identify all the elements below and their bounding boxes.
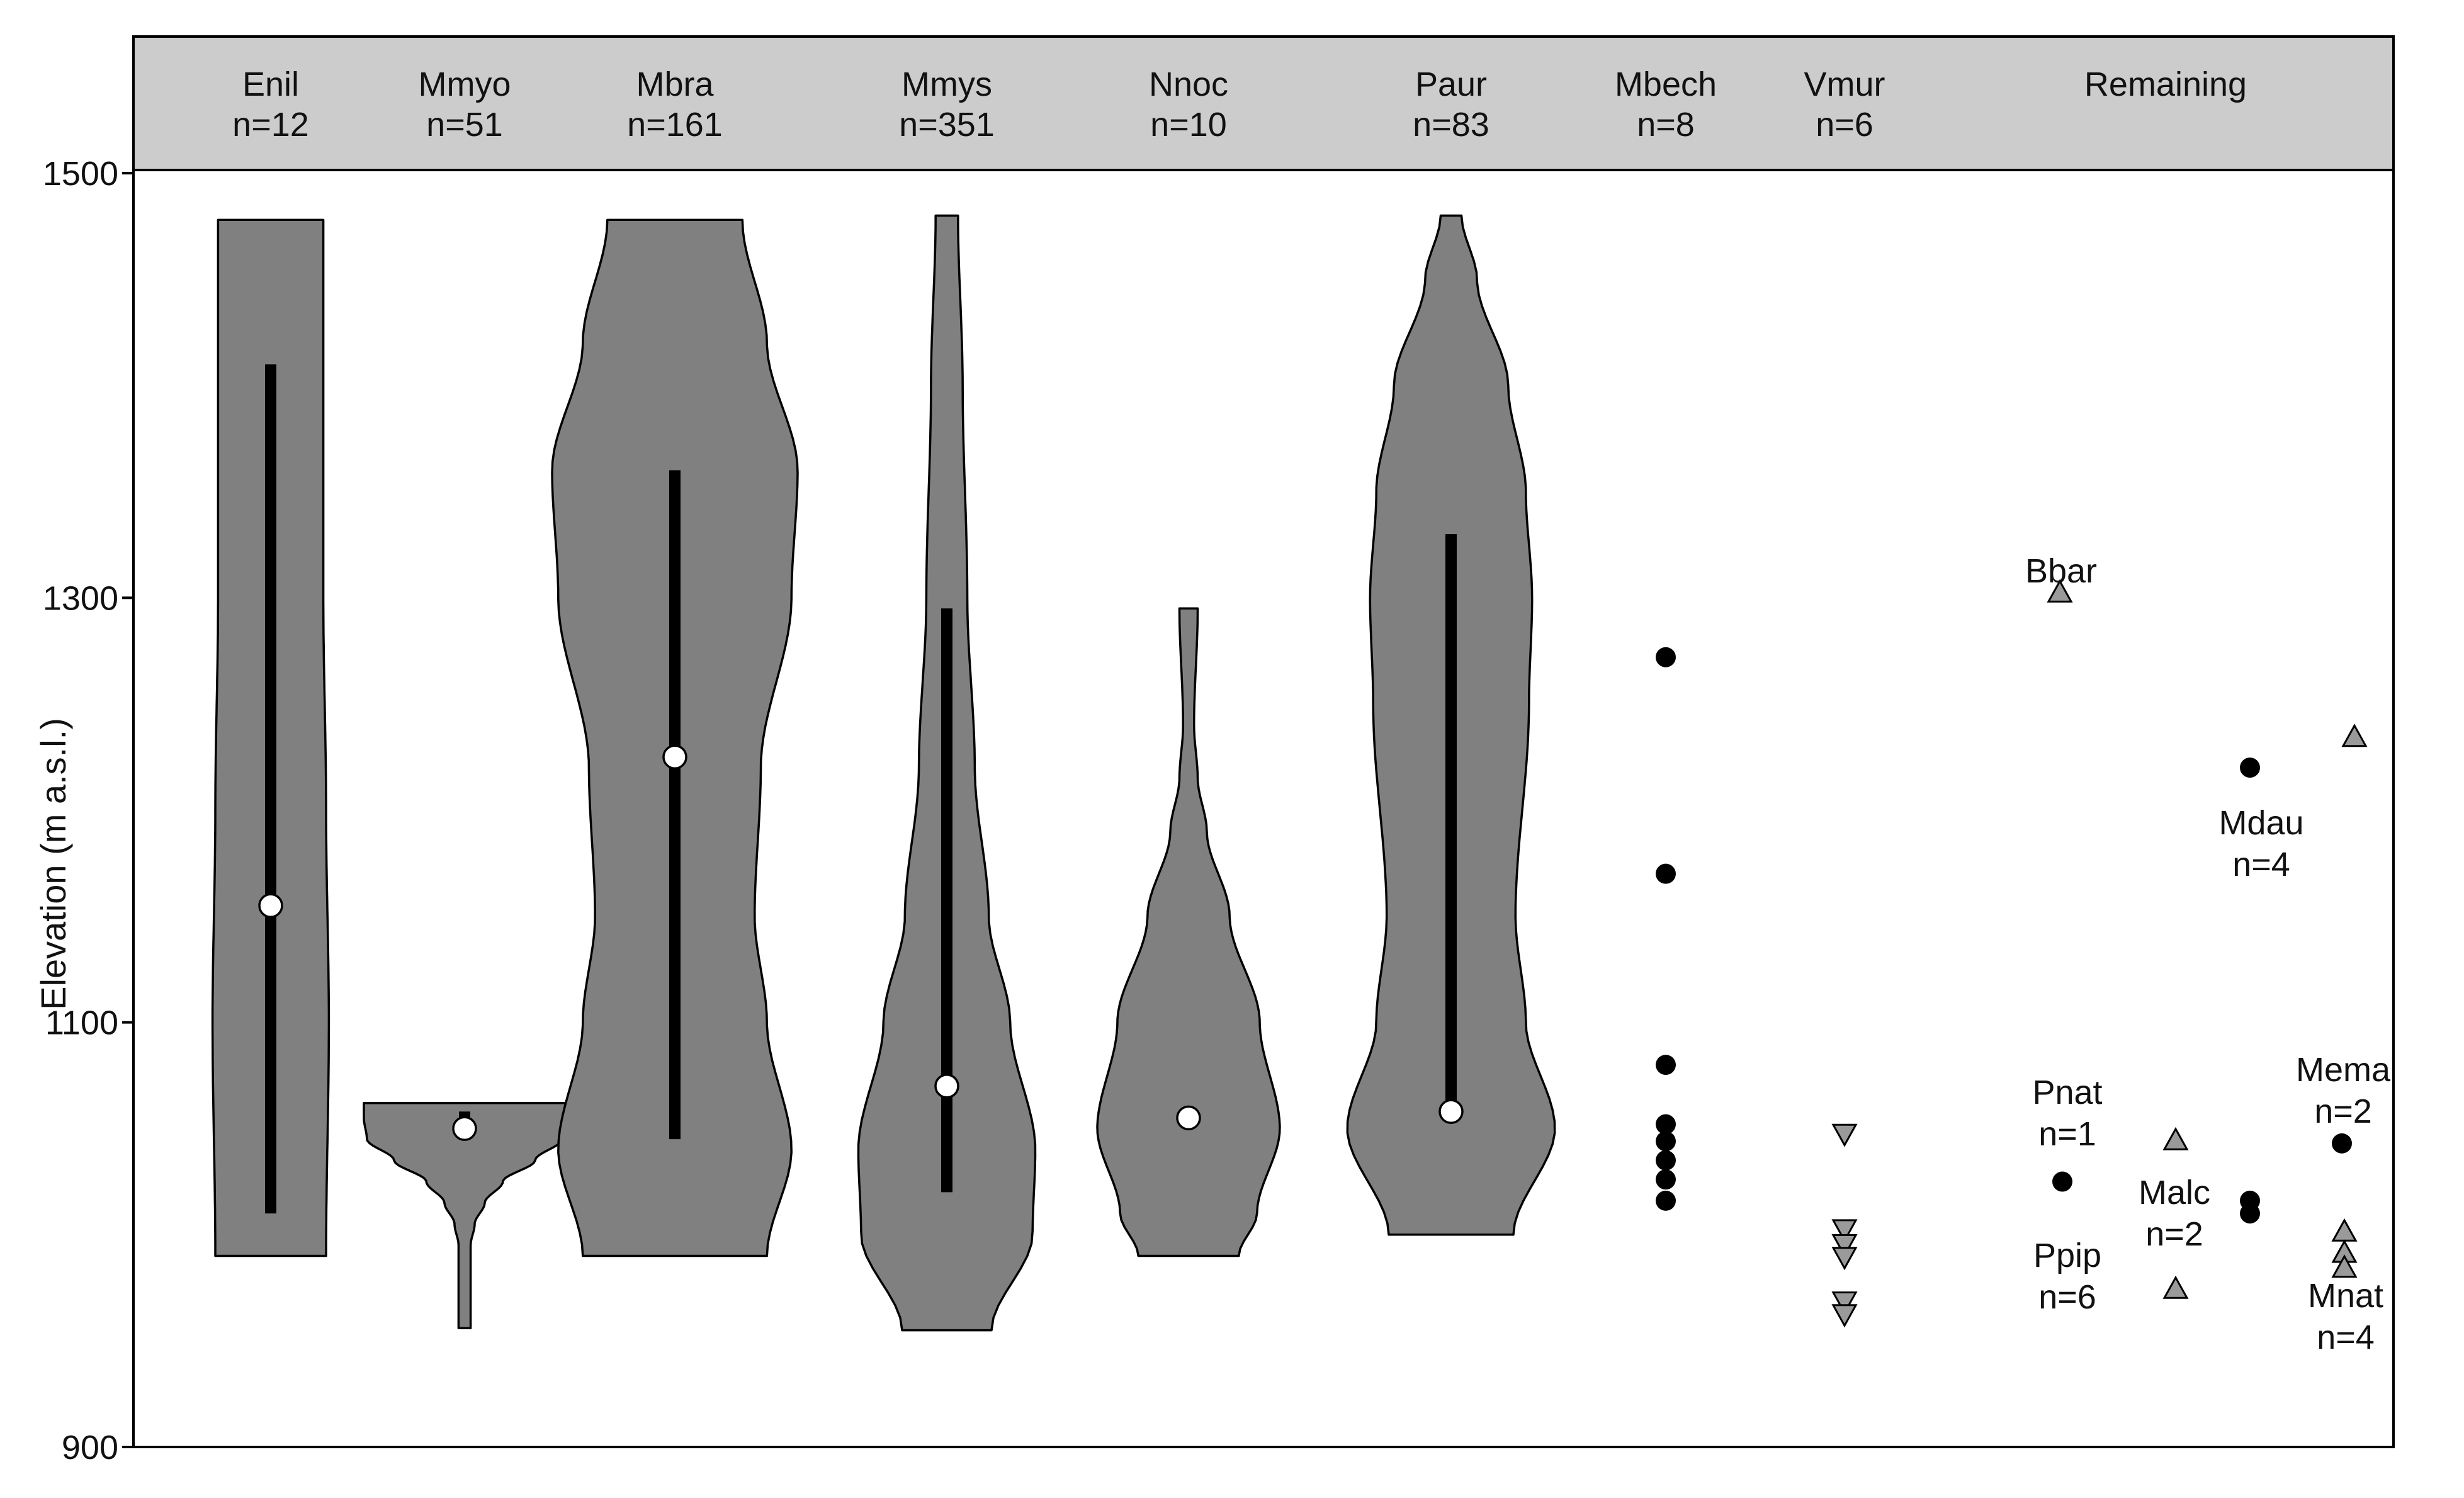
y-tick-label-1500: 1500 — [43, 155, 118, 193]
header-mbra: Mbra — [636, 65, 714, 103]
y-axis-title: Elevation (m a.s.l.) — [33, 718, 73, 1010]
header-n-vmur: n=6 — [1816, 106, 1873, 144]
point-mbech — [1656, 1150, 1676, 1171]
point-mbech — [1656, 1169, 1676, 1190]
header-mmyo: Mmyo — [419, 65, 511, 103]
median-point-mbra — [662, 744, 687, 769]
header-n-paur: n=83 — [1413, 106, 1489, 144]
annotation-mnat-n: n=4 — [2317, 1319, 2375, 1356]
annotation-pnat: Pnat — [2032, 1074, 2102, 1111]
header-n-nnoc: n=10 — [1150, 106, 1227, 144]
annotation-ppip: Ppip — [2033, 1237, 2101, 1274]
point-malc — [2162, 1126, 2189, 1150]
header-paur: Paur — [1415, 65, 1487, 103]
annotation-mnat: Mnat — [2308, 1277, 2383, 1315]
annotation-ppip-n: n=6 — [2038, 1278, 2096, 1316]
median-point-nnoc — [1176, 1105, 1201, 1131]
point-vmur — [1831, 1247, 1858, 1271]
header-mmys: Mmys — [901, 65, 992, 103]
point-vmur — [1831, 1234, 1858, 1257]
point-mbech — [1656, 647, 1676, 667]
violin-mmyo — [363, 1102, 567, 1329]
annotation-mema-n: n=2 — [2314, 1092, 2372, 1130]
points-layer — [1656, 579, 2368, 1328]
header-enil: Enil — [242, 65, 299, 103]
annotation-mema: Mema — [2296, 1051, 2391, 1089]
header-remaining: Remaining — [2084, 65, 2247, 103]
header-mbech: Mbech — [1615, 65, 1717, 103]
point-mbech — [1656, 1055, 1676, 1075]
header-n-mmys: n=351 — [899, 106, 995, 144]
annotation-bbar: Bbar — [2025, 552, 2097, 590]
annotation-malc: Malc — [2139, 1174, 2210, 1211]
point-mbech — [1656, 1114, 1676, 1135]
header-n-mbra: n=161 — [627, 106, 723, 144]
point-vmur — [1831, 1219, 1858, 1243]
annotation-malc-n: n=2 — [2145, 1215, 2203, 1253]
y-tick-label-900: 900 — [62, 1429, 118, 1467]
header-n-mmyo: n=51 — [426, 106, 503, 144]
violin-nnoc — [1096, 607, 1281, 1257]
header-vmur: Vmur — [1804, 65, 1885, 103]
plot-frame-layer — [122, 35, 2395, 1448]
median-point-enil — [258, 893, 283, 918]
median-point-paur — [1438, 1099, 1464, 1125]
point-mema — [2341, 723, 2368, 747]
annotation-mdau-n: n=4 — [2232, 846, 2290, 883]
point-mbech — [1656, 1190, 1676, 1211]
median-point-mmyo — [452, 1116, 477, 1141]
point-mnat — [2331, 1254, 2358, 1278]
median-point-mmys — [934, 1074, 959, 1099]
point-mema — [2332, 1133, 2352, 1154]
point-vmur — [1831, 1291, 1858, 1315]
point-pnat — [2052, 1171, 2072, 1192]
facet-header-strip — [133, 37, 2393, 170]
violins-layer — [211, 214, 1556, 1332]
header-nnoc: Nnoc — [1149, 65, 1228, 103]
header-n-enil: n=12 — [232, 106, 309, 144]
plot-border — [132, 35, 2395, 1448]
point-mnat — [2331, 1218, 2358, 1242]
annotation-mdau: Mdau — [2218, 804, 2303, 842]
point-mbech — [1656, 1131, 1676, 1152]
point-mdau — [2240, 1203, 2260, 1224]
point-mbech — [1656, 863, 1676, 884]
point-vmur — [1831, 1304, 1858, 1328]
point-malc — [2162, 1275, 2189, 1299]
annotation-pnat-n: n=1 — [2038, 1115, 2096, 1153]
point-bbar — [2047, 579, 2073, 603]
point-vmur — [1831, 1123, 1858, 1147]
y-tick-label-1100: 1100 — [45, 1004, 118, 1042]
y-tick-label-1300: 1300 — [43, 579, 118, 617]
point-mdau — [2240, 758, 2260, 778]
header-n-mbech: n=8 — [1637, 106, 1695, 144]
